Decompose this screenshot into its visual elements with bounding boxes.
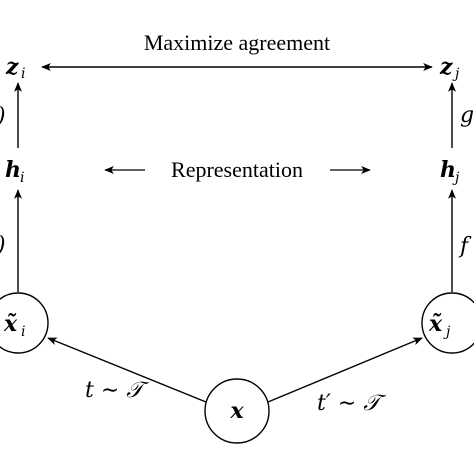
node-x-circle [204, 378, 270, 444]
node-h-j: h j [440, 157, 460, 186]
t-right-label: t′ ∼ 𝒯 [317, 391, 387, 416]
x-base: x [229, 398, 244, 424]
representation-label: Representation [171, 157, 303, 182]
arrow-x-to-xt-j [267, 337, 423, 403]
h-j-sub: j [452, 170, 460, 186]
z-i-base: z [5, 54, 19, 80]
node-xt-j: x̃ j [421, 292, 474, 354]
node-h-i: h i [5, 157, 24, 186]
xt-j-base: x̃ [428, 311, 443, 337]
t-left-label: t ∼ 𝒯 [85, 378, 150, 403]
node-xt-i: x̃ i [0, 292, 49, 354]
node-xt-i-circle [0, 292, 49, 354]
xt-i-sub: i [21, 324, 25, 340]
g-right-label: g [460, 103, 474, 128]
h-i-sub: i [20, 170, 24, 186]
node-x: x [204, 378, 270, 444]
z-j-sub: j [452, 66, 460, 82]
f-left-label: ) [0, 233, 6, 258]
xt-j-sub: j [443, 324, 451, 340]
node-z-i: z i [5, 54, 25, 82]
maximize-agreement-label: Maximize agreement [144, 30, 330, 55]
h-j-base: h [440, 157, 456, 183]
arrow-x-to-xt-i [47, 337, 207, 403]
xt-i-base: x̃ [3, 311, 18, 337]
z-j-base: z [439, 54, 453, 80]
g-left-label: ) [0, 104, 6, 129]
f-right-label: f [458, 234, 472, 259]
node-xt-j-circle [421, 292, 474, 354]
node-z-j: z j [439, 54, 460, 82]
h-i-base: h [5, 157, 21, 183]
z-i-sub: i [21, 66, 25, 82]
